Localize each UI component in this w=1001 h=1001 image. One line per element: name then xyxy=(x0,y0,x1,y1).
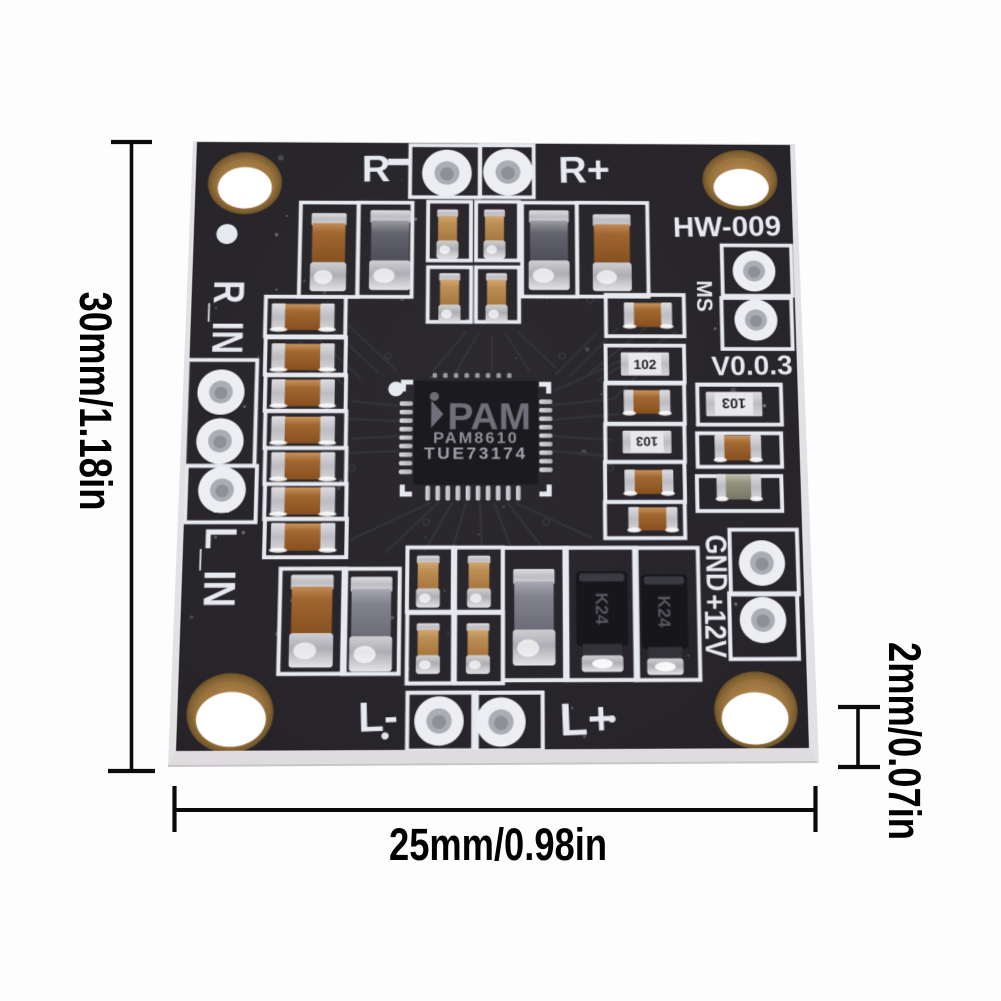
svg-text:103: 103 xyxy=(721,396,746,411)
svg-text:K24: K24 xyxy=(591,593,611,625)
svg-text:TUE73174: TUE73174 xyxy=(424,444,528,463)
svg-text:L+: L+ xyxy=(558,692,615,745)
svg-text:HW-009: HW-009 xyxy=(672,211,782,244)
svg-text:L-: L- xyxy=(358,693,399,742)
svg-text:K24: K24 xyxy=(654,596,674,628)
svg-text:25mm/0.98in: 25mm/0.98in xyxy=(389,819,607,870)
svg-text:30mm/1.18in: 30mm/1.18in xyxy=(70,292,121,511)
svg-text:PAM: PAM xyxy=(447,395,531,437)
svg-text:L_IN: L_IN xyxy=(194,527,246,608)
svg-text:103: 103 xyxy=(636,434,658,448)
svg-text:MS: MS xyxy=(692,280,717,312)
svg-text:R+: R+ xyxy=(558,149,611,191)
svg-text:PAM8610: PAM8610 xyxy=(433,429,519,447)
svg-text:GND: GND xyxy=(699,535,733,592)
svg-text:R: R xyxy=(362,148,391,190)
svg-text:R_IN: R_IN xyxy=(202,280,253,354)
svg-text:+12V: +12V xyxy=(698,594,733,658)
svg-text:2mm/0.07in: 2mm/0.07in xyxy=(879,642,930,840)
svg-text:102: 102 xyxy=(634,357,657,372)
svg-text:V0.0.3: V0.0.3 xyxy=(711,350,794,382)
